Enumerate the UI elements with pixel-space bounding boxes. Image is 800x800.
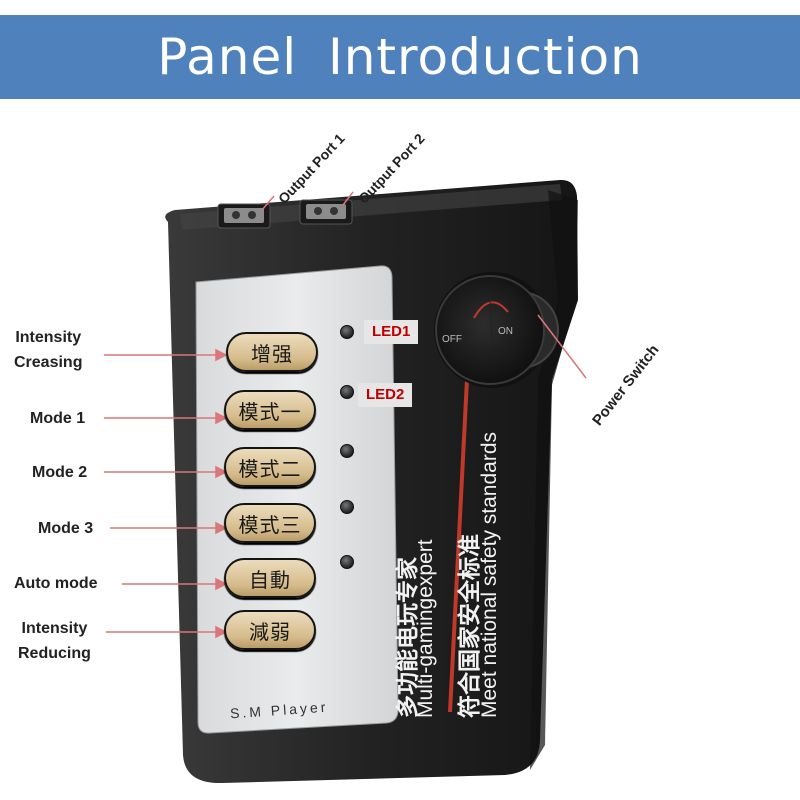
led-indicator-5 xyxy=(340,555,354,569)
led1-label: LED1 xyxy=(364,320,419,344)
led2-label: LED2 xyxy=(358,383,413,407)
led-indicator-4 xyxy=(340,500,354,514)
intensity-down-button[interactable]: 減弱 xyxy=(224,610,316,650)
power-switch-knob xyxy=(434,272,559,388)
mode-2-button[interactable]: 模式二 xyxy=(224,447,316,487)
callout-mode-3: Mode 3 xyxy=(38,520,94,537)
callout-auto-mode: Auto mode xyxy=(14,575,98,592)
knob-on-label: ON xyxy=(498,326,513,337)
led-indicator-2 xyxy=(340,385,354,399)
page-title: Panel Introduction xyxy=(157,28,643,86)
mode-1-button[interactable]: 模式一 xyxy=(224,390,316,430)
callout-mode-2: Mode 2 xyxy=(32,464,88,481)
led-indicator-3 xyxy=(340,444,354,458)
led-indicator-1 xyxy=(340,325,354,339)
output-port-1 xyxy=(217,203,271,229)
pointer-lines xyxy=(104,191,587,639)
callout-mode-1: Mode 1 xyxy=(30,410,86,427)
face-text-en-2: Meet national safety standards xyxy=(478,431,501,718)
knob-off-label: OFF xyxy=(442,334,462,345)
auto-mode-button[interactable]: 自動 xyxy=(224,558,316,598)
mode-3-button[interactable]: 模式三 xyxy=(224,503,316,543)
title-banner: Panel Introduction xyxy=(0,15,800,99)
output-port-2 xyxy=(299,199,353,225)
face-text-en-1: Multi-gamingexpert xyxy=(414,539,437,718)
callout-intensity-reducing: Intensity Reducing xyxy=(18,620,91,662)
face-stripe xyxy=(448,360,470,712)
intensity-up-button[interactable]: 增强 xyxy=(226,332,318,372)
callout-intensity-increasing: Intensity Creasing xyxy=(14,329,83,371)
